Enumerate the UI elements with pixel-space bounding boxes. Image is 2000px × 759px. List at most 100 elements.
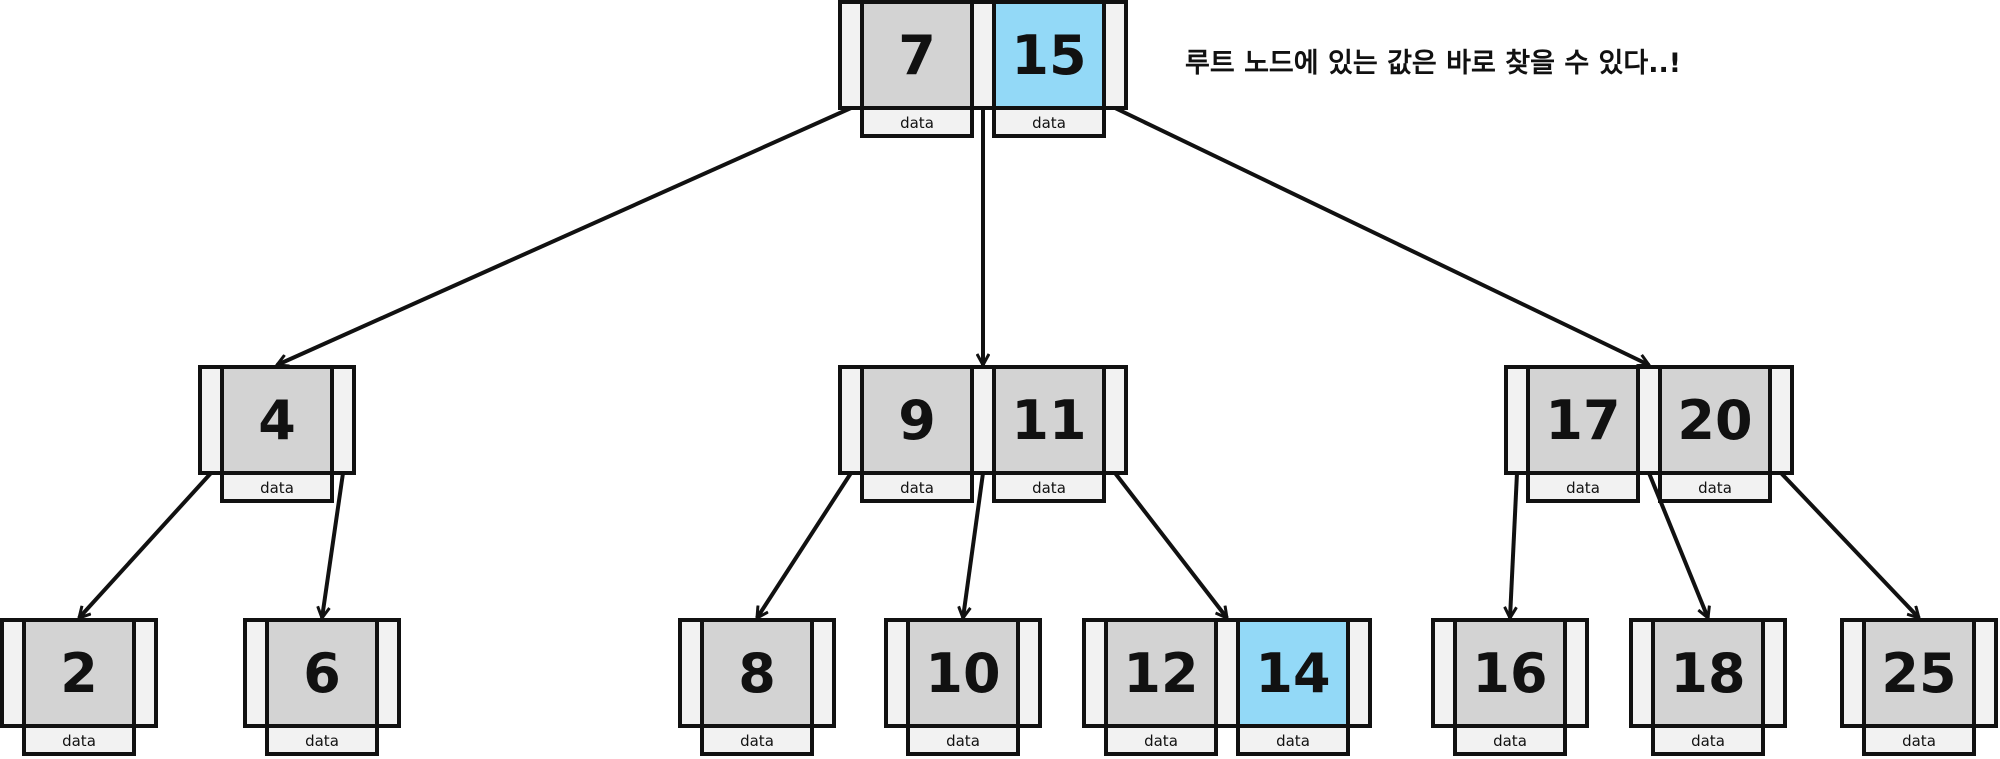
edge-n9_11-to-n10: [963, 472, 985, 618]
edge-n9_11-to-n12_14: [1113, 471, 1227, 618]
tree-node-n8: 8 data: [678, 618, 836, 756]
data-label: data: [1032, 114, 1066, 132]
pointer-slot: [838, 365, 864, 475]
key-cell: [1104, 618, 1218, 728]
key-value: 4: [258, 389, 296, 452]
key-cell: [1658, 365, 1772, 475]
pointer-slot: [1768, 365, 1794, 475]
pointer-slot: [330, 365, 356, 475]
data-box: [1526, 471, 1640, 503]
pointer-slot: [198, 365, 224, 475]
key-cell: [1526, 365, 1640, 475]
data-box: [860, 106, 974, 138]
tree-node-n16: 16 data: [1431, 618, 1589, 756]
key-value: 18: [1670, 642, 1745, 705]
edge-n9_11-to-n8: [757, 471, 853, 618]
key-cell: [22, 618, 136, 728]
key-value: 25: [1881, 642, 1956, 705]
data-label: data: [1276, 732, 1310, 750]
pointer-slot: [375, 618, 401, 728]
data-box: [992, 471, 1106, 503]
key-value: 10: [925, 642, 1000, 705]
tree-node-n18: 18 data: [1629, 618, 1787, 756]
data-box: [265, 724, 379, 756]
key-value: 6: [303, 642, 341, 705]
data-box: [220, 471, 334, 503]
key-value: 9: [898, 389, 936, 452]
data-box: [700, 724, 814, 756]
pointer-slot: [1840, 618, 1866, 728]
pointer-slot: [1972, 618, 1998, 728]
key-cell: [1453, 618, 1567, 728]
key-value: 12: [1123, 642, 1198, 705]
data-box: [1453, 724, 1567, 756]
key-cell: [1651, 618, 1765, 728]
pointer-slot: [810, 618, 836, 728]
edge-n4-to-n6: [322, 472, 345, 618]
key-cell: [992, 365, 1106, 475]
data-box: [992, 106, 1106, 138]
pointer-slot: [1629, 618, 1655, 728]
pointer-slot: [970, 0, 996, 110]
data-box: [1651, 724, 1765, 756]
data-box: [1658, 471, 1772, 503]
data-label: data: [1566, 479, 1600, 497]
key-value: 15: [1011, 24, 1086, 87]
key-value: 7: [898, 24, 936, 87]
data-label: data: [62, 732, 96, 750]
tree-node-n25: 25 data: [1840, 618, 1998, 756]
data-label: data: [1902, 732, 1936, 750]
pointer-slot: [1563, 618, 1589, 728]
pointer-slot: [1636, 365, 1662, 475]
key-value: 2: [60, 642, 98, 705]
data-label: data: [305, 732, 339, 750]
caption-text: 루트 노드에 있는 값은 바로 찾을 수 있다..!: [1185, 48, 1681, 79]
pointer-slot: [884, 618, 910, 728]
data-label: data: [1493, 732, 1527, 750]
pointer-slot: [1431, 618, 1457, 728]
data-label: data: [900, 479, 934, 497]
key-value: 20: [1677, 389, 1752, 452]
edge-root-to-n4: [277, 106, 852, 365]
pointer-slot: [1214, 618, 1240, 728]
key-value: 8: [738, 642, 776, 705]
pointer-slot: [970, 365, 996, 475]
tree-node-n6: 6 data: [243, 618, 401, 756]
data-label: data: [740, 732, 774, 750]
key-cell: [1236, 618, 1350, 728]
key-cell: [265, 618, 379, 728]
key-value: 16: [1472, 642, 1547, 705]
data-label: data: [1691, 732, 1725, 750]
pointer-slot: [1102, 365, 1128, 475]
data-label: data: [1698, 479, 1732, 497]
pointer-slot: [838, 0, 864, 110]
tree-node-n4: 4 data: [198, 365, 356, 503]
edge-n17_20-to-n25: [1779, 471, 1919, 618]
pointer-slot: [1082, 618, 1108, 728]
pointer-slot: [1761, 618, 1787, 728]
pointer-slot: [243, 618, 269, 728]
edges-layer: [79, 106, 1919, 618]
pointer-slot: [1016, 618, 1042, 728]
pointer-slot: [678, 618, 704, 728]
key-value: 17: [1545, 389, 1620, 452]
data-box: [1862, 724, 1976, 756]
data-label: data: [1144, 732, 1178, 750]
edge-root-to-n17_20: [1114, 106, 1649, 365]
pointer-slot: [1102, 0, 1128, 110]
data-label: data: [260, 479, 294, 497]
tree-node-n17_20: 17 data 20 data: [1504, 365, 1794, 503]
data-box: [22, 724, 136, 756]
data-box: [1104, 724, 1218, 756]
key-cell: [1862, 618, 1976, 728]
key-cell: [906, 618, 1020, 728]
tree-node-n2: 2 data: [0, 618, 158, 756]
key-cell: [220, 365, 334, 475]
key-value: 11: [1011, 389, 1086, 452]
